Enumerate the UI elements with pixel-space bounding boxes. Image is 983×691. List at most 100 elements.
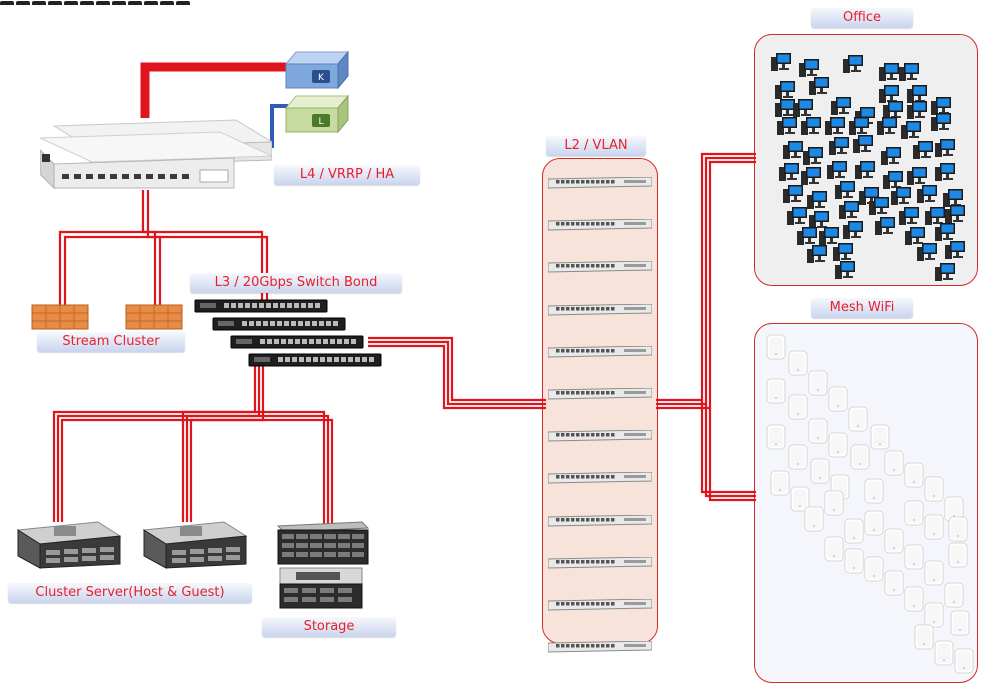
wire-l3-l2-b — [368, 340, 546, 406]
wire-l2-office-b — [656, 156, 756, 406]
desktop-pc-icon — [830, 96, 852, 118]
l2-switch-8 — [547, 469, 653, 484]
desktop-pc-icon — [808, 76, 830, 98]
desktop-pc-icon — [874, 216, 896, 238]
wifi-ap-icon — [948, 516, 968, 542]
l2-switch-3 — [547, 258, 653, 273]
vendor-k-appliance: K — [284, 50, 350, 90]
l3-switch-2 — [212, 316, 346, 331]
wifi-ap-icon — [954, 648, 974, 674]
wire-l3-storage-a — [255, 410, 326, 524]
desktop-pc-icon — [770, 52, 792, 74]
desktop-pc-icon — [774, 98, 796, 120]
l3-switch-3 — [230, 334, 364, 349]
desktop-pc-icon — [778, 162, 800, 184]
wire-l2-mesh-b — [704, 404, 756, 498]
wifi-ap-icon — [810, 458, 830, 484]
wire-l2-office-a — [656, 152, 756, 402]
office-panel — [754, 34, 978, 286]
cluster-server-2 — [140, 518, 248, 570]
desktop-pc-icon — [916, 242, 938, 264]
desktop-pc-icon — [944, 204, 966, 226]
storage-label: Storage — [262, 617, 396, 637]
desktop-pc-icon — [876, 116, 898, 138]
desktop-pc-icon — [796, 226, 818, 248]
wifi-ap-icon — [824, 536, 844, 562]
wire-l2-mesh-a — [700, 400, 756, 494]
wifi-ap-icon — [904, 586, 924, 612]
l2-switch-10 — [547, 554, 653, 569]
desktop-pc-icon — [834, 260, 856, 282]
desktop-pc-icon — [898, 206, 920, 228]
wifi-ap-icon — [884, 528, 904, 554]
desktop-pc-icon — [906, 100, 928, 122]
desktop-pc-icon — [852, 134, 874, 156]
wifi-ap-icon — [788, 394, 808, 420]
desktop-pc-icon — [906, 166, 928, 188]
k-badge: K — [318, 73, 325, 83]
stream-cluster-label: Stream Cluster — [37, 332, 185, 352]
wifi-ap-icon — [766, 334, 786, 360]
desktop-pc-icon — [776, 116, 798, 138]
wire-l3-server1-b — [56, 362, 261, 522]
wifi-ap-icon — [844, 548, 864, 574]
desktop-pc-icon — [834, 180, 856, 202]
wifi-ap-icon — [766, 378, 786, 404]
wire-l3-storage-b — [259, 414, 330, 524]
wire-l3-server2-a — [181, 410, 255, 522]
wifi-ap-icon — [864, 510, 884, 536]
wifi-ap-icon — [904, 544, 924, 570]
wire-l3-server2-b — [185, 414, 259, 522]
wire-l2-office-c — [656, 160, 756, 410]
wifi-ap-icon — [914, 624, 934, 650]
desktop-pc-icon — [806, 190, 828, 212]
wire-l3-l2-c — [368, 344, 546, 410]
l2-switch-7 — [547, 427, 653, 442]
cluster-server-1 — [14, 518, 122, 570]
desktop-pc-icon — [890, 186, 912, 208]
wifi-ap-icon — [770, 470, 790, 496]
wifi-ap-icon — [848, 406, 868, 432]
desktop-pc-icon — [824, 116, 846, 138]
wifi-ap-icon — [766, 424, 786, 450]
desktop-pc-icon — [934, 222, 956, 244]
wire-l3-server2-c — [189, 418, 263, 522]
wifi-ap-icon — [864, 478, 884, 504]
wire-l3-l2-a — [368, 336, 546, 402]
l2-switch-12 — [547, 638, 653, 653]
wire-l3-storage-c — [263, 418, 334, 524]
wifi-ap-icon — [790, 486, 810, 512]
desktop-pc-icon — [806, 244, 828, 266]
desktop-pc-icon — [800, 166, 822, 188]
desktop-pc-icon — [826, 160, 848, 182]
wifi-ap-icon — [884, 570, 904, 596]
vendor-l-appliance: L — [284, 94, 350, 134]
office-label: Office — [811, 8, 913, 28]
wire-l4-stream1-a — [58, 190, 145, 305]
desktop-pc-icon — [934, 262, 956, 284]
wifi-ap-icon — [788, 444, 808, 470]
wifi-ap-icon — [808, 418, 828, 444]
l2-switch-6 — [547, 385, 653, 400]
desktop-pc-icon — [878, 62, 900, 84]
desktop-pc-icon — [842, 54, 864, 76]
desktop-pc-icon — [838, 200, 860, 222]
l4-load-balancer — [39, 116, 274, 190]
wifi-ap-icon — [924, 514, 944, 540]
desktop-pc-icon — [802, 146, 824, 168]
desktop-pc-icon — [904, 226, 926, 248]
cropped-heading-fragment — [0, 0, 390, 5]
wifi-ap-icon — [804, 506, 824, 532]
wifi-ap-icon — [824, 490, 844, 516]
desktop-pc-icon — [898, 62, 920, 84]
desktop-pc-icon — [930, 112, 952, 134]
desktop-pc-icon — [900, 120, 922, 142]
wifi-ap-icon — [864, 556, 884, 582]
wifi-ap-icon — [904, 500, 924, 526]
wifi-ap-icon — [870, 424, 890, 450]
desktop-pc-icon — [912, 140, 934, 162]
desktop-pc-icon — [782, 140, 804, 162]
wire-l4-to-k — [140, 62, 286, 118]
l2-switch-5 — [547, 343, 653, 358]
